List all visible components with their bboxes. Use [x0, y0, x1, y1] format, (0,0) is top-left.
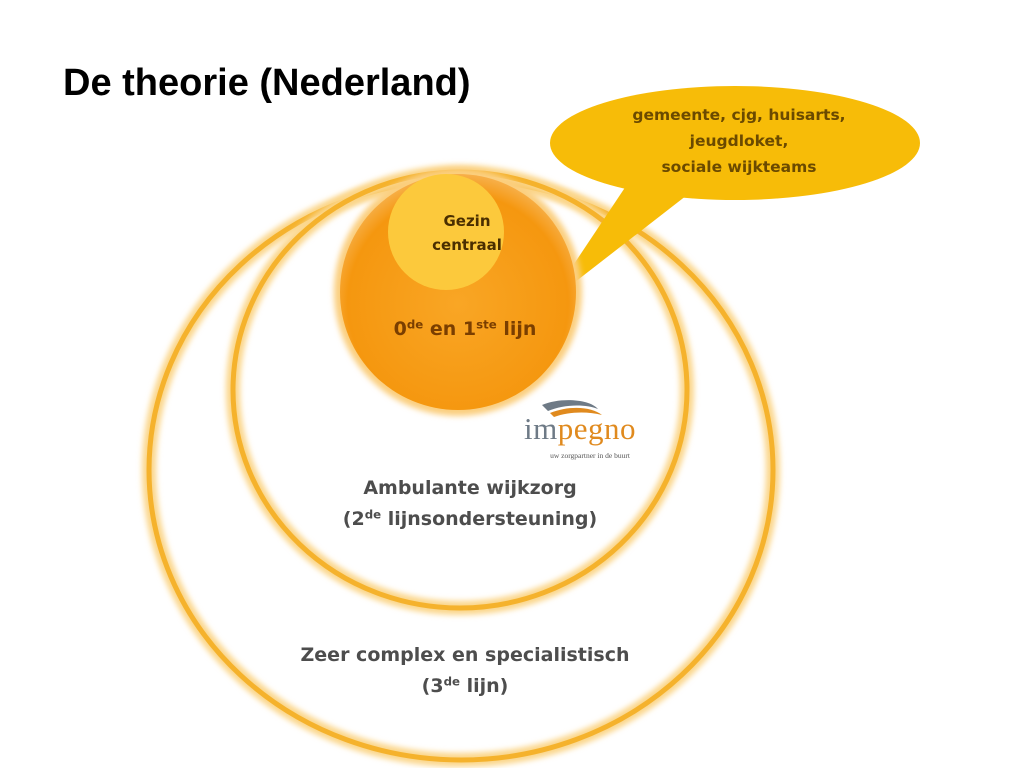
impegno-logo: impegno uw zorgpartner in de buurt: [520, 395, 655, 465]
outer-ring-line-1: Zeer complex en specialistisch: [300, 644, 630, 666]
middle-ring-line-2: (2de lijnsondersteuning): [280, 504, 660, 535]
first-line-sup-0: de: [406, 317, 424, 332]
callout-line-3: sociale wijkteams: [661, 158, 817, 176]
first-line-label: 0de en 1ste lijn: [345, 318, 585, 340]
middle-ring-post: lijnsondersteuning): [381, 508, 598, 530]
logo-word-b: pegno: [557, 411, 636, 446]
outer-ring-post: lijn): [459, 675, 509, 697]
callout-line-2: jeugdloket,: [689, 132, 789, 150]
outer-ring-line-2: (3de lijn): [260, 671, 670, 702]
center-label-line-1: Gezin: [443, 212, 491, 230]
middle-ring-pre: (2: [342, 508, 365, 530]
callout-text: gemeente, cjg, huisarts, jeugdloket, soc…: [598, 102, 880, 180]
first-line-num-0: 0: [393, 318, 407, 340]
outer-ring-pre: (3: [421, 675, 444, 697]
callout-line-1: gemeente, cjg, huisarts,: [632, 106, 846, 124]
first-line-sup-1: ste: [476, 317, 497, 332]
logo-wordmark: impegno: [524, 411, 636, 447]
outer-ring-label: Zeer complex en specialistisch (3de lijn…: [260, 640, 670, 702]
logo-swoosh-icon: [542, 400, 602, 417]
middle-ring-sup: de: [364, 507, 382, 522]
middle-ring-line-1: Ambulante wijkzorg: [363, 477, 577, 499]
logo-tagline: uw zorgpartner in de buurt: [550, 451, 630, 460]
center-label-line-2: centraal: [432, 236, 502, 254]
first-line-mid: en 1: [423, 318, 477, 340]
center-label: Gezin centraal: [392, 209, 542, 257]
logo-word-a: im: [524, 411, 558, 446]
outer-ring-sup: de: [443, 674, 460, 689]
first-line-tail: lijn: [496, 318, 537, 340]
callout-bubble: [548, 86, 920, 303]
middle-ring-label: Ambulante wijkzorg (2de lijnsondersteuni…: [280, 473, 660, 535]
center-circle: [388, 174, 504, 290]
slide-title: De theorie (Nederland): [63, 62, 471, 104]
